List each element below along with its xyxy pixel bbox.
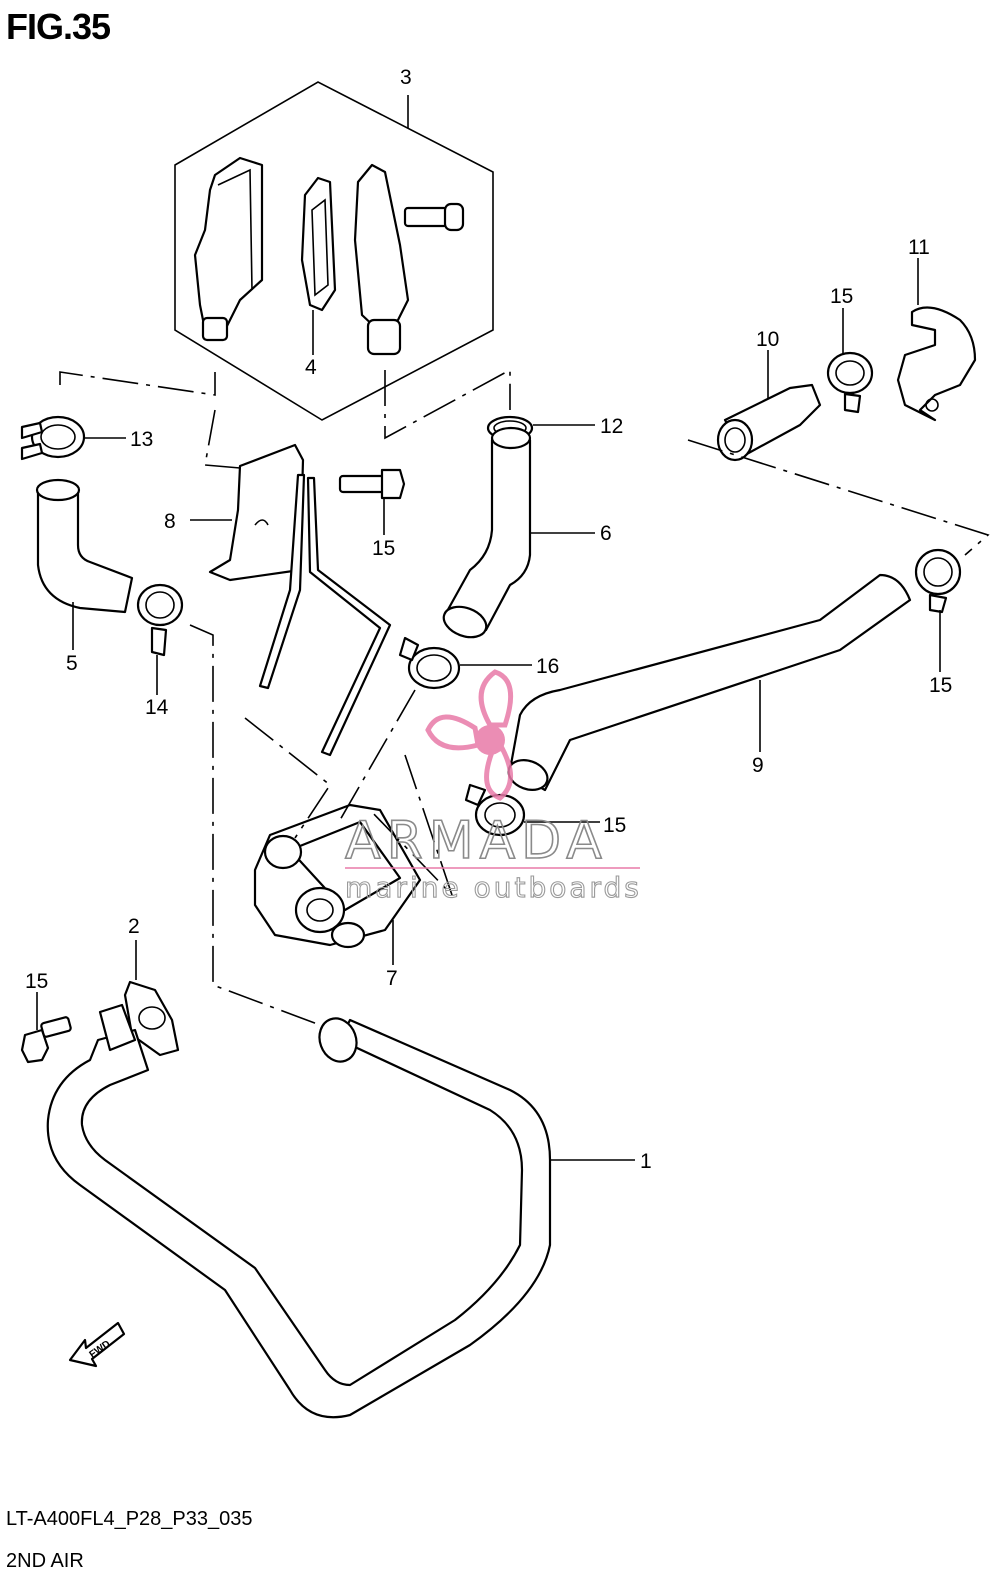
callout-14: 14	[145, 696, 169, 719]
clamp-15-top	[826, 351, 874, 414]
callout-9: 9	[752, 754, 764, 777]
bolt-17	[338, 468, 406, 500]
fwd-arrow-icon: FWD	[68, 1321, 126, 1368]
bolt-18	[20, 1016, 72, 1064]
pipe-1	[46, 1003, 552, 1419]
fitting-10	[716, 383, 822, 462]
pipe-8b	[306, 476, 392, 757]
clamp-13	[20, 415, 86, 461]
assembly-outline-3	[174, 81, 494, 421]
callout-4: 4	[305, 356, 317, 379]
callout-11: 11	[908, 236, 930, 259]
callout-15-middle: 15	[603, 814, 626, 837]
callout-7: 7	[386, 967, 398, 990]
figure-name: 2ND AIR	[6, 1550, 84, 1572]
connector-line-16	[339, 689, 416, 821]
connector-line-8	[204, 409, 241, 469]
callout-18: 15	[25, 970, 48, 993]
connector-line-14	[189, 624, 321, 1026]
watermark-logo-icon	[425, 669, 514, 801]
callout-3: 3	[400, 66, 412, 89]
hose-6	[442, 426, 532, 639]
cap-11	[896, 306, 977, 422]
hose-9	[507, 573, 912, 792]
clamp-15-right	[914, 548, 962, 614]
callout-1: 1	[640, 1150, 652, 1173]
figure-title: FIG.35	[6, 6, 111, 47]
callout-13: 13	[130, 428, 153, 451]
watermark-tagline: marine outboards	[345, 871, 642, 904]
callout-2: 2	[128, 915, 140, 938]
clamp-14	[136, 583, 184, 657]
callout-15-top: 15	[830, 285, 853, 308]
figure-code: LT-A400FL4_P28_P33_035	[6, 1508, 253, 1530]
reed-valve-cover	[353, 163, 410, 356]
connector-line-15m	[369, 754, 453, 896]
watermark-brand: ARMADA	[345, 811, 608, 871]
callout-10: 10	[756, 328, 779, 351]
callout-8: 8	[164, 510, 176, 533]
callout-15-right: 15	[929, 674, 952, 697]
callout-12: 12	[600, 415, 623, 438]
callout-17: 15	[372, 537, 395, 560]
reed-plate	[300, 176, 337, 312]
hose-5	[35, 478, 134, 614]
connector-line-13	[59, 371, 216, 396]
assembly-bolt	[403, 202, 465, 232]
clamp-16	[398, 636, 461, 690]
valve-7	[253, 803, 422, 949]
connector-line-9	[687, 439, 990, 556]
connector-line-12	[384, 368, 511, 440]
callout-16: 16	[536, 655, 559, 678]
callout-5: 5	[66, 652, 78, 675]
reed-valve-body	[193, 156, 264, 342]
bracket-8	[208, 443, 305, 582]
pipe-8	[258, 473, 306, 690]
callout-6: 6	[600, 522, 612, 545]
